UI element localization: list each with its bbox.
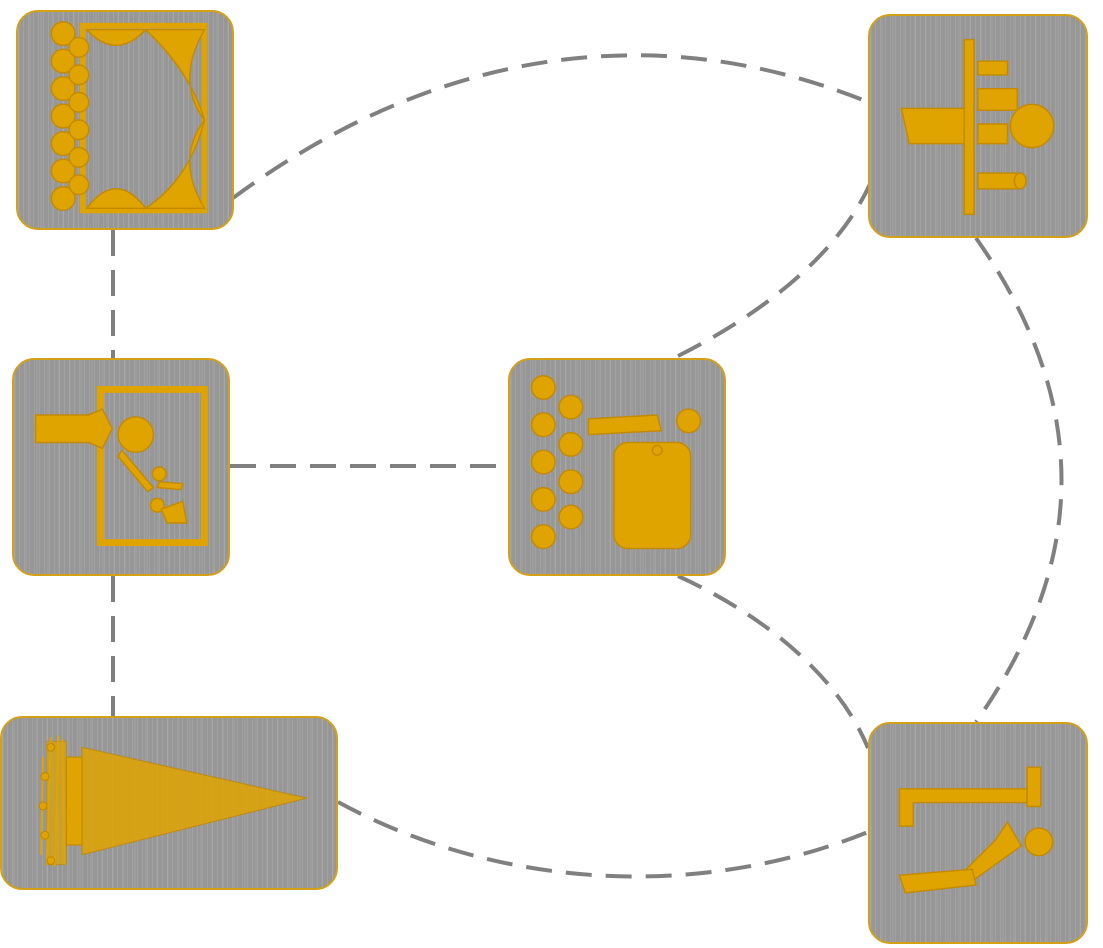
connector-banquet-reception bbox=[974, 236, 1064, 724]
theater-stage-curtain-icon bbox=[50, 21, 208, 214]
reception-desk-icon bbox=[898, 766, 1054, 894]
node-classroom-seating[interactable] bbox=[508, 358, 726, 576]
node-reception-desk[interactable] bbox=[868, 722, 1088, 944]
connector-classroom-banquet bbox=[677, 183, 872, 358]
node-chandelier[interactable] bbox=[0, 716, 338, 890]
connector-theater-banquet bbox=[231, 53, 869, 200]
classroom-seating-icon bbox=[530, 374, 702, 550]
node-banquet-table[interactable] bbox=[868, 14, 1088, 238]
node-lecture-presenter[interactable] bbox=[12, 358, 230, 576]
banquet-table-icon bbox=[900, 38, 1055, 216]
connector-classroom-reception bbox=[677, 574, 870, 749]
node-theater-curtain[interactable] bbox=[16, 10, 234, 230]
connector-chandelier-reception bbox=[337, 800, 869, 879]
chandelier-icon bbox=[38, 735, 307, 867]
presenter-screen-icon bbox=[34, 386, 208, 547]
